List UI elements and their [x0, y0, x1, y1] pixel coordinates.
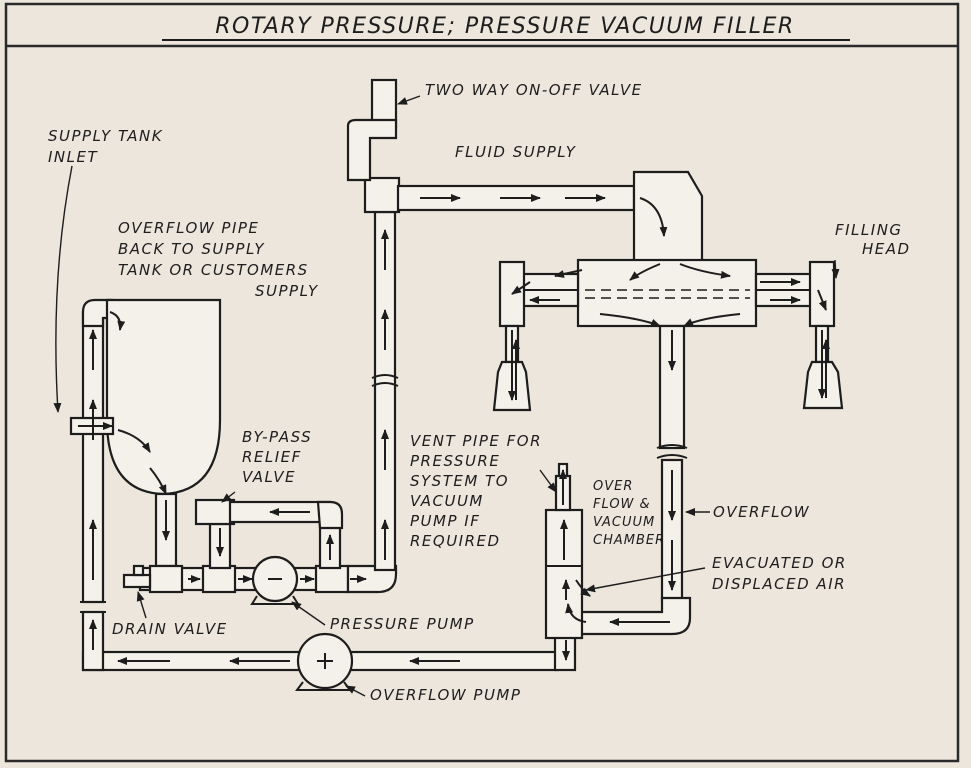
label-overflow: OVERFLOW	[713, 503, 810, 521]
overflow-pump	[295, 632, 354, 691]
label-overflow-pipe: OVERFLOW PIPE BACK TO SUPPLY TANK OR CUS…	[118, 219, 319, 300]
label-supply-tank-inlet: SUPPLY TANK INLET	[48, 127, 169, 166]
label-fluid-supply: FLUID SUPPLY	[455, 143, 577, 161]
label-bypass-relief-valve: BY-PASS RELIEF VALVE	[242, 428, 318, 486]
label-vent-pipe: VENT PIPE FOR PRESSURE SYSTEM TO VACUUM …	[410, 432, 548, 550]
diagram-title: ROTARY PRESSURE; PRESSURE VACUUM FILLER	[215, 14, 794, 39]
label-overflow-pump: OVERFLOW PUMP	[370, 686, 521, 704]
label-evacuated-air: EVACUATED OR DISPLACED AIR	[712, 554, 853, 593]
flow-arrows	[78, 194, 830, 665]
sheet-border	[4, 2, 960, 763]
label-two-way-valve: TWO WAY ON-OFF VALVE	[425, 81, 643, 99]
overflow-down-pipe	[576, 454, 692, 636]
overflow-return-pipe	[80, 298, 560, 672]
supply-tank	[105, 298, 222, 496]
pressure-pump	[250, 555, 300, 605]
label-overflow-vacuum-chamber: OVER FLOW & VACUUM CHAMBER	[593, 479, 665, 548]
drain-valve	[122, 564, 152, 589]
label-filling-head: FILLING HEAD	[835, 221, 911, 258]
two-way-valve	[346, 78, 398, 182]
leader-lines	[53, 95, 840, 697]
filling-head	[492, 170, 844, 450]
label-drain-valve: DRAIN VALVE	[112, 620, 228, 638]
main-riser-pipe	[363, 176, 401, 572]
label-pressure-pump: PRESSURE PUMP	[330, 615, 475, 633]
